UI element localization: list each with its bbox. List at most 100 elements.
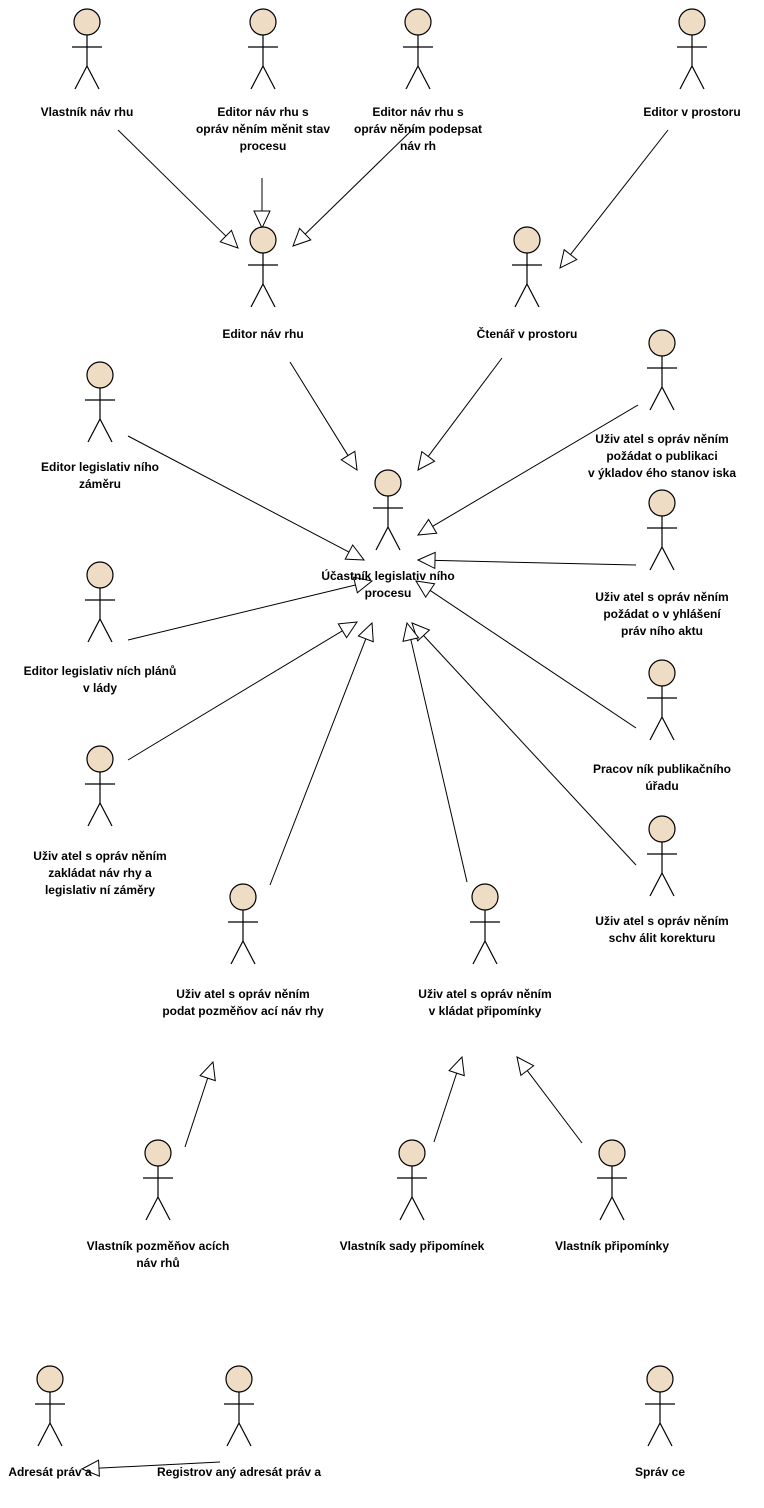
actor-vlastnik-pozmenovacich[interactable]: Vlastník pozměňov acích náv rhů <box>87 1139 230 1270</box>
generalization-line <box>410 639 468 883</box>
actor-label: Editor v prostoru <box>643 105 740 119</box>
generalization-uzivatel-publikace-to-ucastnik <box>416 404 639 536</box>
actor-label: opráv něním měnit stav <box>196 122 330 136</box>
actor-icon <box>224 1365 254 1447</box>
actor-label: Editor náv rhu s <box>372 105 464 119</box>
actor-ctenar[interactable]: Čtenář v prostoru <box>477 226 578 341</box>
generalization-line <box>304 129 413 235</box>
generalization-registrovany-to-adresat <box>80 1459 221 1477</box>
actor-vlastnik-navrhu[interactable]: Vlastník náv rhu <box>41 8 134 119</box>
actor-label: Správ ce <box>635 1465 685 1479</box>
actor-icon <box>143 1139 173 1221</box>
actor-label: náv rhů <box>136 1256 179 1270</box>
actor-editor-navrhu[interactable]: Editor náv rhu <box>222 226 304 341</box>
generalization-arrowhead <box>352 576 374 594</box>
generalization-editor-navrhu-to-ucastnik <box>289 361 358 471</box>
actor-label: Vlastník pozměňov acích <box>87 1239 230 1253</box>
actor-label: Uživ atel s opráv něním <box>595 914 728 928</box>
actor-icon <box>248 8 278 90</box>
actor-label: Registrov aný adresát práv a <box>157 1465 321 1479</box>
actor-icon <box>397 1139 427 1221</box>
actor-icon <box>597 1139 627 1221</box>
actor-icon <box>248 226 278 308</box>
actor-icon <box>647 489 677 571</box>
generalization-editor-v-prostoru-to-ctenar <box>559 129 669 269</box>
actor-label: Adresát práv a <box>8 1465 92 1479</box>
actor-registrovany[interactable]: Registrov aný adresát práv a <box>157 1365 321 1479</box>
generalization-vlastnik-pripominky-to-uzivatel-pripominky <box>516 1056 583 1144</box>
actor-adresat[interactable]: Adresát práv a <box>8 1365 92 1479</box>
actor-label: Pracov ník publikačního <box>593 762 731 776</box>
generalization-editor-zameru-to-ucastnik <box>127 435 366 561</box>
generalization-uzivatel-pripominky-to-ucastnik <box>402 621 468 883</box>
actor-icon <box>85 361 115 443</box>
actor-vlastnik-pripominky[interactable]: Vlastník připomínky <box>555 1139 669 1253</box>
actor-label: v ýkladov ého stanov iska <box>588 466 736 480</box>
generalization-editor-podepsat-to-editor-navrhu <box>292 129 413 247</box>
actor-icon <box>647 659 677 741</box>
actor-label: opráv něním podepsat <box>354 122 482 136</box>
actor-icon <box>647 815 677 897</box>
generalization-line <box>526 1070 583 1144</box>
generalization-arrowhead <box>416 551 436 570</box>
generalization-arrowhead <box>292 227 312 247</box>
actor-editor-v-prostoru[interactable]: Editor v prostoru <box>643 8 741 119</box>
actor-label: Editor legislativ ních plánů <box>24 664 177 678</box>
generalization-line <box>184 1077 209 1148</box>
generalization-line <box>127 630 343 761</box>
actor-label: Účastník legislativ ního <box>321 568 454 583</box>
actor-label: Vlastník připomínky <box>555 1239 669 1253</box>
actor-icon <box>85 745 115 827</box>
generalization-line <box>434 559 637 566</box>
actor-icon <box>512 226 542 308</box>
generalization-arrowhead <box>340 450 358 471</box>
generalization-line <box>427 357 503 457</box>
generalization-arrowhead <box>417 450 436 471</box>
generalization-arrowhead <box>415 580 436 599</box>
actor-label: záměru <box>79 477 121 491</box>
generalization-arrowhead <box>337 621 359 639</box>
generalization-line <box>429 590 637 729</box>
actor-spravce[interactable]: Správ ce <box>635 1365 685 1479</box>
actor-label: Uživ atel s opráv něním <box>418 987 551 1001</box>
generalization-line <box>570 129 669 255</box>
generalization-uzivatel-vyhlaseni-to-ucastnik <box>416 551 637 570</box>
actor-label: Uživ atel s opráv něním <box>176 987 309 1001</box>
generalization-uzivatel-zakladat-to-ucastnik <box>127 621 359 761</box>
generalization-uzivatel-pozmenovaci-to-ucastnik <box>269 621 374 886</box>
generalization-arrowhead <box>199 1060 216 1082</box>
actor-label: Vlastník sady připomínek <box>340 1239 485 1253</box>
actor-editor-zameru[interactable]: Editor legislativ ního záměru <box>41 361 159 491</box>
generalization-arrowhead <box>559 248 578 269</box>
actor-label: procesu <box>365 586 412 600</box>
actor-icon <box>85 561 115 643</box>
actor-label: procesu <box>240 139 287 153</box>
generalization-arrowhead <box>516 1056 535 1077</box>
actor-icon <box>645 1365 675 1447</box>
generalization-line <box>433 1072 458 1143</box>
actor-label: legislativ ní záměry <box>45 883 155 897</box>
actor-label: Uživ atel s opráv něním <box>595 432 728 446</box>
generalization-line <box>98 1461 221 1469</box>
generalization-uzivatel-korektura-to-ucastnik <box>411 622 637 866</box>
actor-label: Editor legislativ ního <box>41 460 159 474</box>
actor-vlastnik-sady[interactable]: Vlastník sady připomínek <box>340 1139 485 1253</box>
actor-ucastnik[interactable]: Účastník legislativ ního procesu <box>321 469 455 600</box>
actor-icon <box>647 329 677 411</box>
actor-icon <box>228 883 258 965</box>
generalization-line <box>289 361 349 456</box>
generalization-arrowhead <box>80 1459 100 1477</box>
